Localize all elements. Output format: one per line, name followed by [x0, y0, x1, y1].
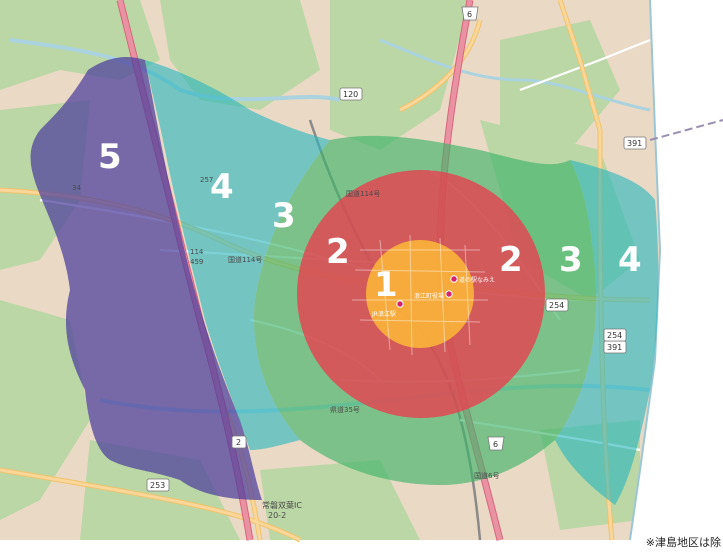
route-shield-120: 120: [343, 90, 358, 99]
route-shield-6-south: 6: [493, 440, 498, 449]
ocean: [630, 0, 723, 540]
road-label-114-east: 国道114号: [346, 189, 380, 198]
interchange-km-label: 20-2: [268, 511, 286, 520]
route-shield-2: 2: [236, 438, 241, 447]
route-label-459: 459: [190, 258, 203, 266]
street-grid: [352, 234, 488, 356]
poi-markers: JR浪江駅 浪江町役場 道の駅なみえ: [371, 275, 495, 318]
route-shield-254-coast: 254: [607, 331, 622, 340]
road-label-114-west: 国道114号: [228, 255, 262, 264]
zone-number-4-east: 4: [618, 240, 642, 280]
forest-area: [260, 460, 420, 540]
town-hall-marker: [445, 290, 453, 298]
zone-number-5: 5: [98, 137, 122, 177]
route-label-34: 34: [72, 184, 81, 192]
zone-number-1: 1: [374, 265, 398, 305]
road-label-6: 国道6号: [474, 471, 499, 480]
zone-number-2-east: 2: [499, 240, 523, 280]
zone-number-3-east: 3: [559, 240, 583, 280]
zone-5-area: [30, 57, 262, 501]
zone-number-3-west: 3: [272, 196, 296, 236]
interchange-label: 常磐双葉IC: [262, 500, 302, 510]
michinoeki-marker: [450, 275, 458, 283]
river: [379, 38, 651, 112]
station-label: JR浪江駅: [371, 310, 396, 318]
zone-number-4-west: 4: [210, 167, 234, 207]
town-hall-label: 浪江町役場: [414, 292, 444, 300]
route-label-114: 114: [190, 248, 204, 256]
road-label-prefectural: 県道35号: [330, 405, 360, 414]
station-marker: [396, 300, 404, 308]
forest-area: [330, 0, 470, 150]
route-shield-254: 254: [549, 301, 564, 310]
route-shield-391-north: 391: [627, 139, 642, 148]
route-shield-391-south: 391: [607, 343, 622, 352]
zone-1-area: [366, 240, 474, 348]
road-name-labels: 国道114号 国道114号 国道6号 県道35号 常磐双葉IC 20-2: [228, 189, 499, 520]
route-shield-6-north: 6: [467, 10, 472, 19]
zone-numbers: 5 4 3 2 1 2 3 4: [98, 137, 642, 305]
michinoeki-label: 道の駅なみえ: [459, 276, 495, 284]
route-label-257: 257: [200, 176, 213, 184]
route-shields: 120 391 391 254 254 6 6 253 2 114 459 25…: [72, 6, 647, 492]
zone-4-area-west: [145, 60, 330, 450]
footnote: ※津島地区は除: [645, 536, 721, 549]
forest-area: [0, 300, 90, 520]
route-shield-253: 253: [150, 481, 165, 490]
zone-number-2-west: 2: [326, 232, 350, 272]
boundary-line: [649, 119, 723, 141]
